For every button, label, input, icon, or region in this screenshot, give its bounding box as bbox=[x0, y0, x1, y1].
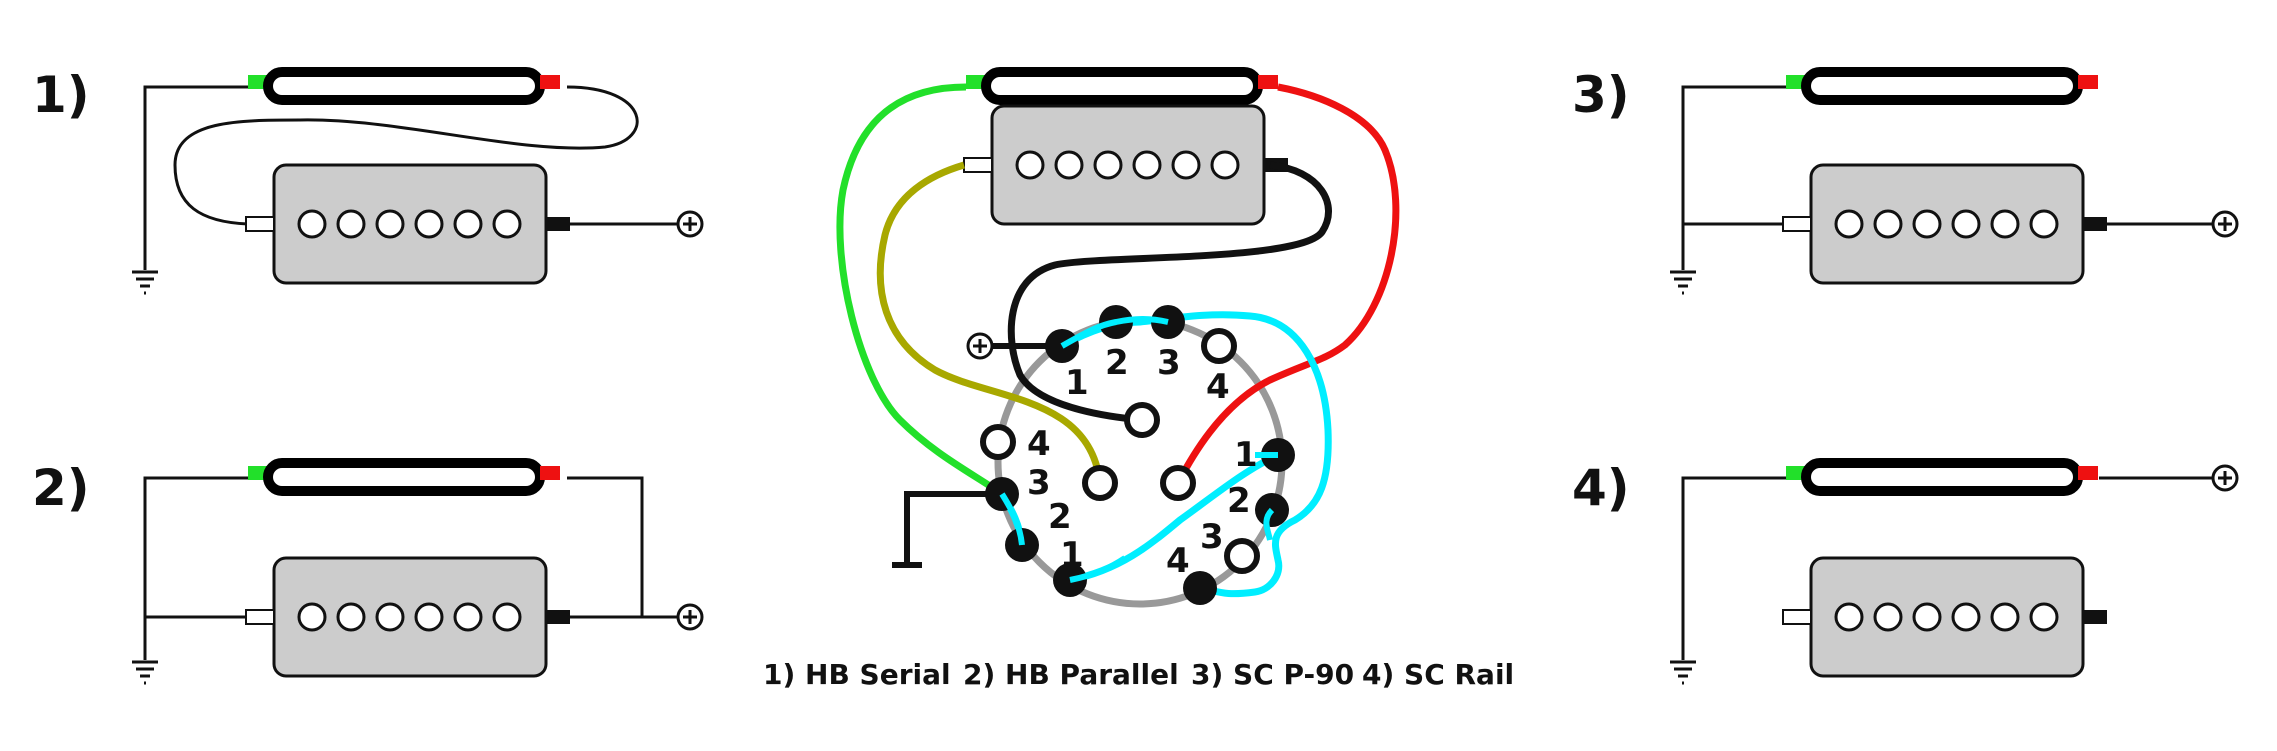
lug-label: 1 bbox=[1060, 535, 1084, 575]
black-wire bbox=[1007, 161, 1332, 424]
lug-label: 3 bbox=[1027, 463, 1051, 503]
legend-item: 2) HB Parallel bbox=[963, 658, 1179, 691]
single-coil bbox=[1786, 463, 2098, 491]
diagram-2: 2) bbox=[32, 459, 704, 685]
single-coil bbox=[248, 72, 560, 100]
switch-lug bbox=[1201, 328, 1237, 364]
legend: 1) HB Serial 2) HB Parallel 3) SC P-90 4… bbox=[763, 658, 1514, 691]
single-coil bbox=[1786, 72, 2098, 100]
diagram-1: 1) bbox=[32, 66, 704, 295]
lug-label: 2 bbox=[1105, 343, 1129, 383]
olive-wire bbox=[876, 161, 1104, 484]
legend-item: 1) HB Serial bbox=[763, 658, 951, 691]
lug-label: 3 bbox=[1157, 343, 1181, 383]
output-plus-icon bbox=[966, 332, 994, 360]
legend-item: 3) SC P-90 bbox=[1191, 658, 1354, 691]
output-plus-icon bbox=[676, 210, 704, 238]
lug-label: 4 bbox=[1206, 367, 1230, 407]
pickup-body bbox=[1781, 556, 2109, 678]
switch-lug bbox=[1255, 493, 1289, 527]
switch-lug bbox=[980, 424, 1016, 460]
switch-lug bbox=[1160, 465, 1196, 501]
lug-label: 4 bbox=[1027, 424, 1051, 464]
green-wire bbox=[836, 83, 1005, 497]
diagram-3: 3) bbox=[1572, 66, 2239, 295]
diagram-4: 4) bbox=[1572, 459, 2239, 685]
output-plus-icon bbox=[2211, 210, 2239, 238]
diagram-number: 1) bbox=[32, 66, 90, 124]
center-pickup-body bbox=[962, 104, 1290, 226]
diagram-number: 4) bbox=[1572, 459, 1630, 517]
lug-label: 2 bbox=[1048, 497, 1072, 537]
switch-lug bbox=[1082, 465, 1118, 501]
diagram-number: 3) bbox=[1572, 66, 1630, 124]
switch-lug bbox=[1124, 402, 1160, 438]
ground-icon bbox=[130, 270, 160, 295]
switch-lug bbox=[1183, 571, 1217, 605]
diagram-number: 2) bbox=[32, 459, 90, 517]
output-plus-icon bbox=[2211, 464, 2239, 492]
single-coil bbox=[248, 463, 560, 491]
lug-label: 1 bbox=[1065, 363, 1089, 403]
pickup-body bbox=[244, 556, 572, 678]
ground-icon bbox=[1668, 270, 1698, 295]
pickup-body bbox=[244, 163, 572, 285]
ground-icon bbox=[130, 660, 160, 685]
pickup-body bbox=[1781, 163, 2109, 285]
legend-item: 4) SC Rail bbox=[1362, 658, 1514, 691]
lug-label: 2 bbox=[1227, 481, 1251, 521]
switch-lug bbox=[1224, 538, 1260, 574]
output-plus-icon bbox=[676, 603, 704, 631]
center-single-coil bbox=[966, 72, 1278, 100]
lug-label: 1 bbox=[1234, 435, 1258, 475]
red-wire bbox=[1174, 83, 1400, 485]
lug-label: 3 bbox=[1200, 517, 1224, 557]
ground-icon bbox=[1668, 660, 1698, 685]
switch-diagram: 1 2 3 4 1 2 3 4 1 2 3 4 bbox=[836, 72, 1400, 608]
lug-label: 4 bbox=[1166, 541, 1190, 581]
